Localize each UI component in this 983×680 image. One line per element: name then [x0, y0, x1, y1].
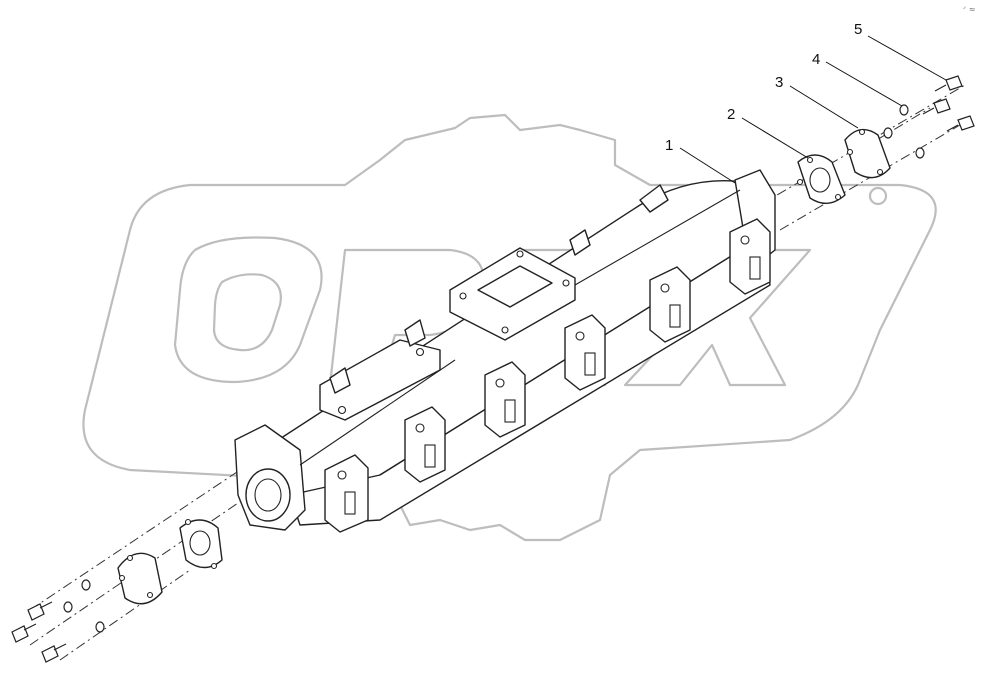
manifold-top-fin-3: [404, 319, 426, 347]
boss-hole-2: [415, 347, 425, 357]
centerline-left-3: [59, 569, 191, 661]
port-flange-2: [404, 406, 446, 483]
left-gasket: [179, 518, 223, 570]
exhaust-manifold-body: [234, 169, 776, 531]
leader-1: [679, 147, 736, 184]
port-flange-4: [564, 314, 606, 391]
right-bolt-1: [934, 75, 963, 92]
right-washer-2: [883, 127, 893, 139]
leader-lines: [679, 35, 947, 184]
callout-5: 5: [854, 21, 862, 38]
watermark-letter-o-inner: [212, 273, 282, 352]
port-flange-6: [729, 218, 771, 295]
manifold-left-port: [245, 468, 291, 522]
manifold-left-port-inner: [254, 478, 282, 512]
callout-labels: 1 2 3 4 5: [665, 21, 862, 154]
outlet-bolt-hole-4: [501, 326, 509, 334]
outlet-bolt-hole-1: [459, 292, 467, 300]
leader-5: [867, 35, 947, 81]
leader-2: [741, 117, 809, 159]
manifold-top-fin-1: [639, 184, 669, 213]
left-cover-plate: [117, 552, 163, 605]
left-bolt-1: [27, 601, 53, 621]
left-bolt-2: [11, 623, 37, 643]
port-flanges: [324, 218, 771, 533]
centerline-right-3: [859, 107, 931, 151]
outlet-bolt-hole-3: [562, 279, 570, 287]
leader-4: [825, 61, 903, 107]
watermark-letter-o: [173, 236, 323, 384]
manifold-outlet-opening: [477, 265, 553, 308]
left-washer-2: [63, 601, 73, 613]
right-bolt-2: [922, 98, 951, 115]
manifold-top-surface: [254, 179, 771, 499]
port-flange-3: [484, 361, 526, 438]
port-flange-5: [649, 266, 691, 343]
right-washer-3: [915, 147, 925, 159]
corner-mark: ᐟ ≈: [963, 5, 976, 14]
manifold-top-fin-4: [329, 367, 351, 394]
callout-3: 3: [775, 74, 783, 91]
callout-2: 2: [727, 106, 735, 123]
watermark-trademark-mark: [868, 186, 888, 206]
right-cover-plate: [844, 128, 891, 179]
left-washer-3: [95, 621, 105, 633]
right-washer-1: [899, 104, 909, 116]
right-bolt-3: [946, 115, 975, 132]
leader-3: [789, 85, 859, 129]
centerline-left-2: [29, 449, 271, 611]
port-flange-1: [324, 454, 369, 533]
watermark-gear: [82, 113, 937, 542]
callout-4: 4: [812, 51, 820, 68]
manifold-top-fin-2: [569, 229, 591, 256]
outlet-bolt-hole-2: [516, 250, 524, 258]
left-exploded-parts: [11, 518, 223, 663]
boss-hole-1: [337, 405, 347, 415]
right-gasket: [796, 154, 846, 204]
left-bolt-3: [41, 643, 67, 663]
right-exploded-parts: [796, 75, 975, 204]
left-washer-1: [81, 579, 91, 591]
centerline-left-1: [29, 487, 261, 646]
manifold-left-boss: [319, 339, 441, 421]
callout-1: 1: [665, 137, 673, 154]
manifold-ridge-line: [299, 189, 741, 466]
